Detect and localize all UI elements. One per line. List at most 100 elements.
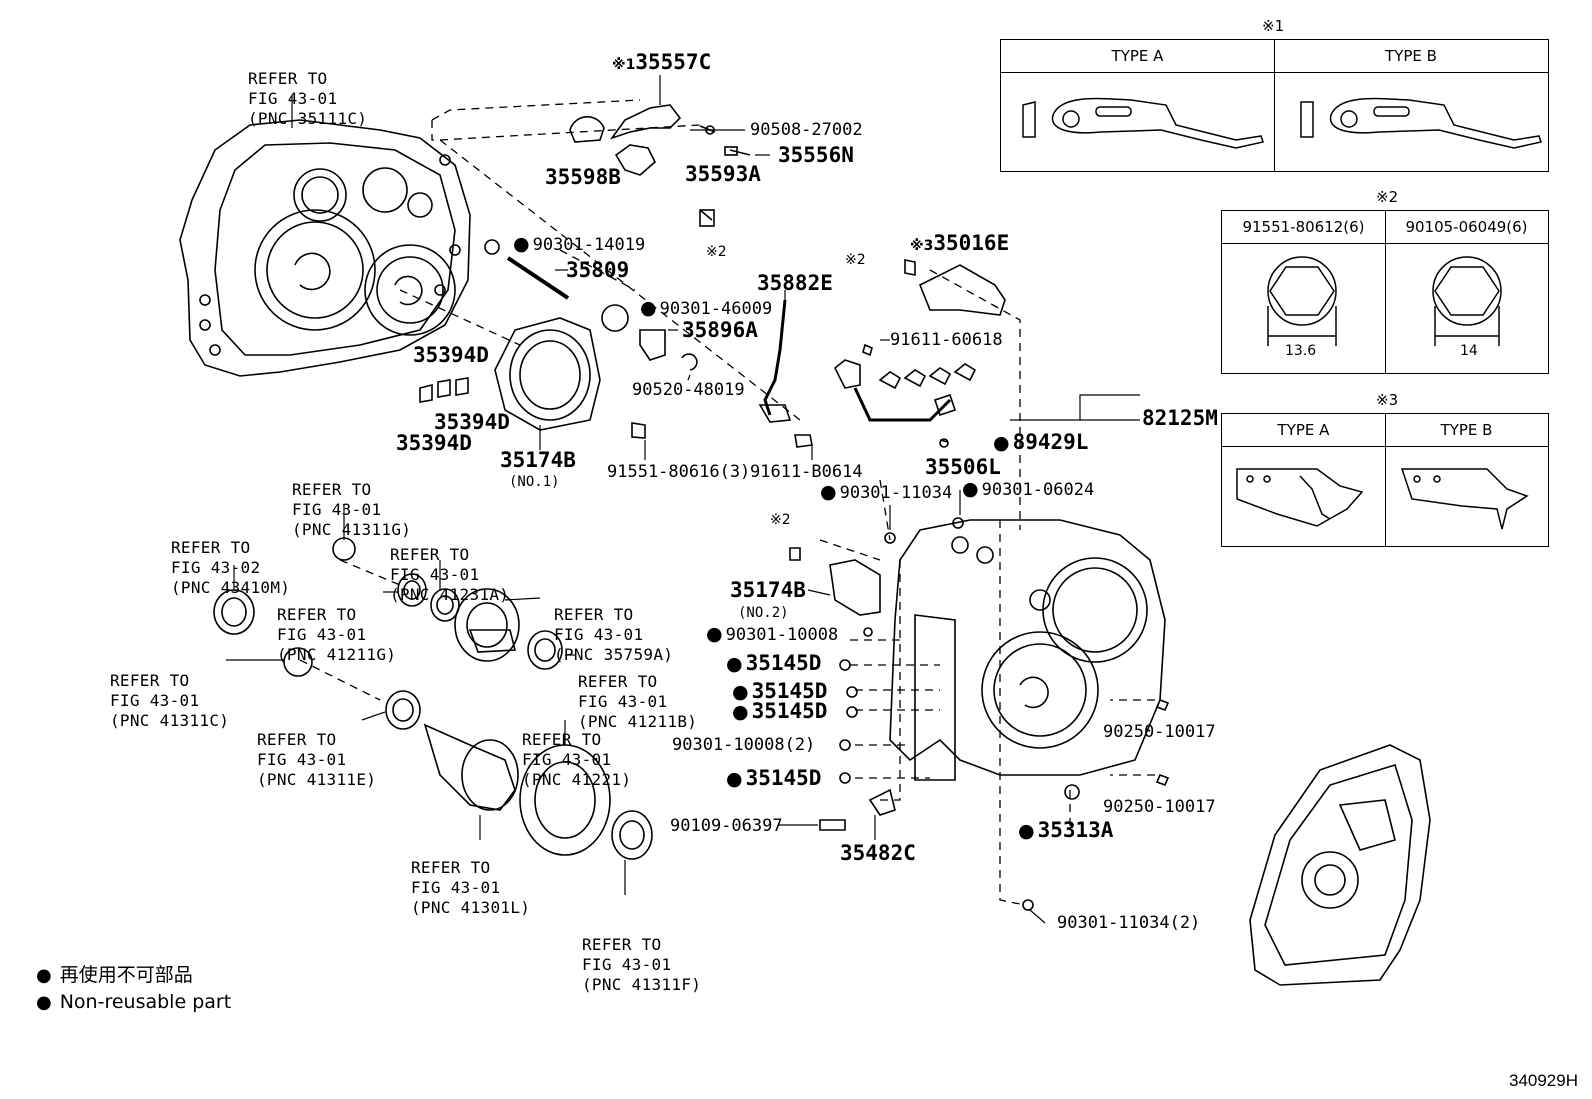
part-35809: 35809 <box>566 258 630 282</box>
note-mark-2-mid: ※2 <box>770 512 791 528</box>
variant-table-1: TYPE A TYPE B <box>1000 39 1549 172</box>
table1-header-b: TYPE B <box>1274 40 1548 73</box>
oil-pipe-drawing <box>758 299 813 448</box>
part-35174b-no1-note: (NO.1) <box>509 474 560 490</box>
table3-header-b: TYPE B <box>1385 414 1548 447</box>
table2-divider <box>1385 211 1386 373</box>
refer-line: REFER TO <box>390 545 470 564</box>
plate-variants-drawing <box>1236 468 1529 530</box>
refer-line: FIG 43-01 <box>522 750 612 769</box>
part-35394d-c: 35394D <box>396 431 472 455</box>
legend: ● 再使用不可部品 ●Non-reusable part <box>36 962 231 1016</box>
plate-table-3: TYPE A TYPE B <box>1221 413 1549 547</box>
refer-line: (PNC 41311F) <box>582 975 702 994</box>
shaft-and-rings-drawing <box>484 239 698 371</box>
refer-line: FIG 43-02 <box>171 558 261 577</box>
part-90250-10017-a: 90250-10017 <box>1103 722 1216 742</box>
part-35016e: ※335016E <box>910 233 1009 256</box>
part-35394d-b: 35394D <box>434 410 510 434</box>
part-35145d-d: 35145D <box>726 768 822 789</box>
refer-line: REFER TO <box>411 858 491 877</box>
part-90520-48019: 90520-48019 <box>632 380 745 400</box>
part-35145d-b: 35145D <box>732 681 828 702</box>
bolt-a-dimension: 13.6 <box>1285 343 1317 359</box>
part-90301-06024: 90301-06024 <box>962 479 1095 500</box>
legend-jp-text: 再使用不可部品 <box>59 964 193 986</box>
part-90301-14019: 90301-14019 <box>513 234 646 255</box>
refer-line: (PNC 41311C) <box>110 711 230 730</box>
refer-line: FIG 43-01 <box>257 750 347 769</box>
part-35598b: 35598B <box>545 165 621 189</box>
refer-line: (PNC 41211B) <box>578 712 698 731</box>
lever-variants-drawing <box>1022 97 1542 149</box>
part-90109-06397: 90109-06397 <box>670 816 783 836</box>
part-35174b-no2-note: (NO.2) <box>738 605 789 621</box>
plate-35016e-drawing <box>918 264 1006 316</box>
legend-en: ●Non-reusable part <box>36 989 231 1016</box>
table2-header-a: 91551-80612(6) <box>1222 211 1385 244</box>
leader-lines <box>226 75 1140 924</box>
legend-jp: ● 再使用不可部品 <box>36 962 231 989</box>
table3-header-a: TYPE A <box>1222 414 1385 447</box>
refer-line: (PNC 35111C) <box>248 109 368 128</box>
part-35896a: 35896A <box>682 318 758 342</box>
case-outer-view-drawing <box>1249 744 1431 986</box>
part-number: 35557C <box>635 50 712 74</box>
note-mark-2-right: ※2 <box>845 252 866 268</box>
refer-line: FIG 43-01 <box>292 500 382 519</box>
table2-mark: ※2 <box>1376 188 1399 206</box>
refer-line: REFER TO <box>292 480 372 499</box>
part-90301-11034-2: 90301-11034(2) <box>1057 913 1201 933</box>
part-90508-27002: 90508-27002 <box>750 120 863 140</box>
refer-line: (PNC 43410M) <box>171 578 291 597</box>
refer-line: REFER TO <box>248 69 328 88</box>
refer-line: (PNC 41311G) <box>292 520 412 539</box>
bolt-head-drawing <box>1267 256 1502 346</box>
part-35482c: 35482C <box>840 841 916 865</box>
part-91611-b0614: 91611-B0614 <box>750 462 863 482</box>
refer-line: FIG 43-01 <box>554 625 644 644</box>
oil-pump-cover-drawing <box>419 317 646 439</box>
non-reusable-bullet-icon: ● <box>36 965 52 986</box>
part-35145d-a: 35145D <box>726 653 822 674</box>
part-91611-60618: 91611-60618 <box>890 330 1003 350</box>
refer-line: (PNC 41231A) <box>390 585 510 604</box>
part-91551-80616: 91551-80616(3) <box>607 462 751 482</box>
note-mark: ※1 <box>612 57 636 73</box>
refer-line: (PNC 35759A) <box>554 645 674 664</box>
bolt-b-dimension: 14 <box>1460 343 1478 359</box>
part-89429l: 89429L <box>993 432 1089 453</box>
refer-line: REFER TO <box>578 672 658 691</box>
part-35556n: 35556N <box>778 143 854 167</box>
part-35506l: 35506L <box>925 455 1001 479</box>
refer-line: REFER TO <box>522 730 602 749</box>
part-35313a: 35313A <box>1018 820 1114 841</box>
table1-divider <box>1274 40 1275 171</box>
refer-line: FIG 43-01 <box>110 691 200 710</box>
part-35882e: 35882E <box>757 271 833 295</box>
part-35174b-no2: 35174B <box>730 578 806 602</box>
refer-line: (PNC 41301L) <box>411 898 531 917</box>
transmission-case-drawing <box>789 517 1170 911</box>
part-90301-46009: 90301-46009 <box>640 298 773 319</box>
part-35557c: ※135557C <box>612 52 711 75</box>
refer-line: FIG 43-01 <box>411 878 501 897</box>
refer-line: (PNC 41311E) <box>257 770 377 789</box>
part-35593a: 35593A <box>685 162 761 186</box>
refer-line: (PNC 41221) <box>522 770 632 789</box>
wire-harness-drawing <box>833 343 977 448</box>
refer-line: REFER TO <box>110 671 190 690</box>
part-82125m: 82125M <box>1142 406 1218 430</box>
refer-line: REFER TO <box>171 538 251 557</box>
note-mark-2-top: ※2 <box>706 244 727 260</box>
refer-line: FIG 43-01 <box>390 565 480 584</box>
assembly-guide-lines <box>299 99 1155 906</box>
part-90301-11034: 90301-11034 <box>820 482 953 503</box>
figure-code: 340929H <box>1508 1071 1578 1090</box>
part-35174b-no1: 35174B <box>500 448 576 472</box>
